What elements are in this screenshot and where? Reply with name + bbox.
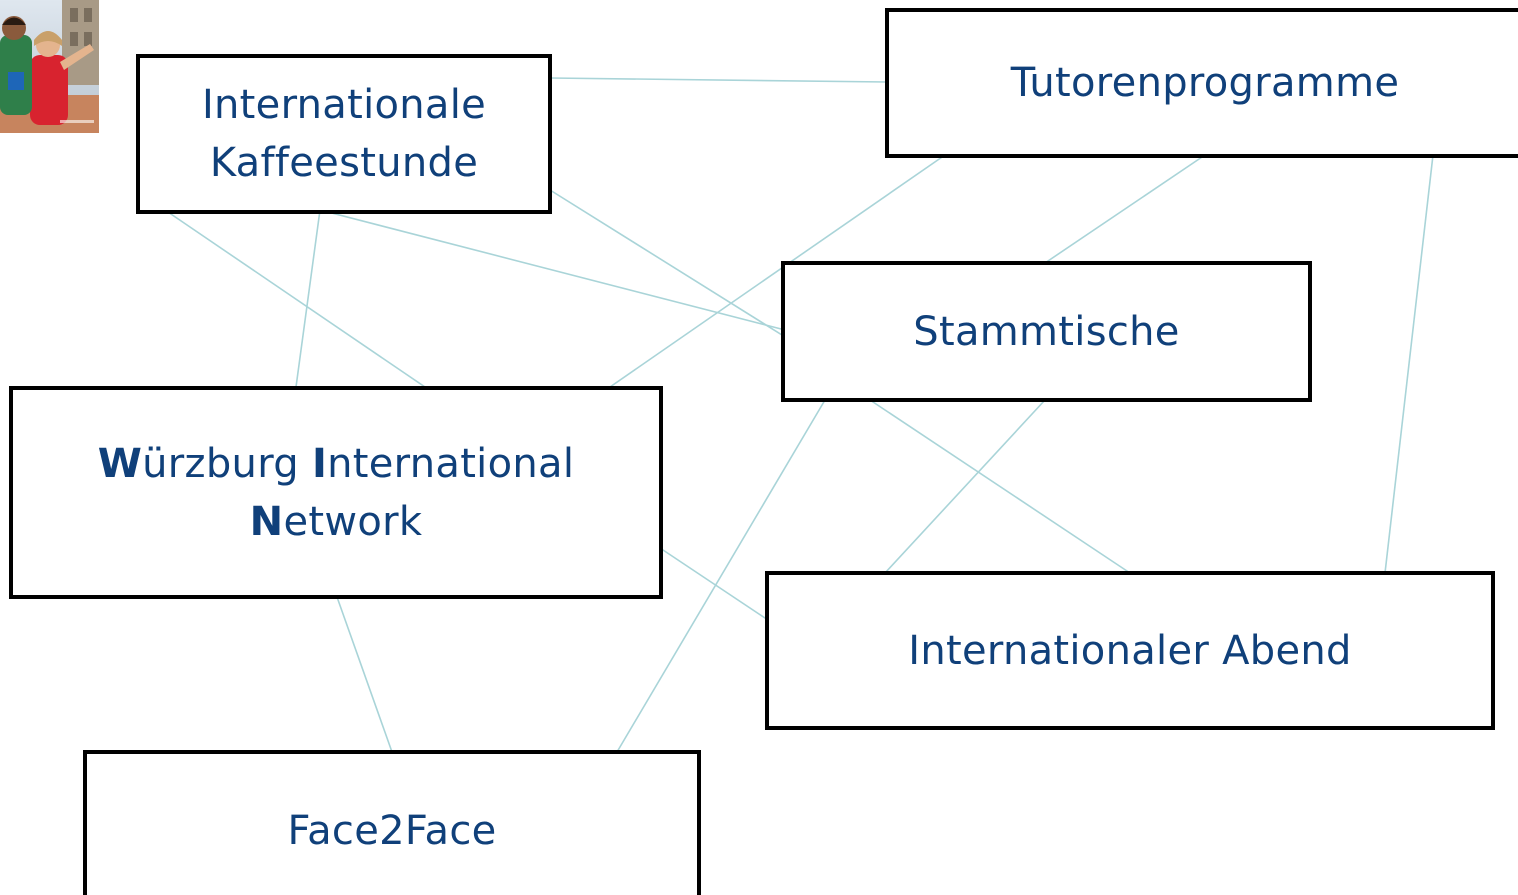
connector-line (869, 399, 1131, 574)
node-face2face: Face2Face (83, 750, 701, 895)
node-label-line: Kaffeestunde (209, 140, 479, 186)
node-label: Würzburg International Network (98, 435, 575, 551)
connector-line (616, 399, 826, 753)
connector-line (659, 547, 769, 621)
node-label: Stammtische (913, 308, 1180, 355)
initial-w: W (97, 440, 143, 487)
connector-line (319, 209, 786, 331)
connector-line (1384, 154, 1434, 574)
students-photo (0, 0, 99, 133)
label-part: ürzburg (142, 440, 312, 487)
node-label: Internationaler Abend (908, 627, 1352, 674)
connector-line (336, 596, 393, 753)
label-part: etwork (283, 498, 423, 545)
initial-n: N (249, 498, 284, 545)
node-tutorenprogramme: Tutorenprogramme (885, 8, 1518, 158)
connector-line (549, 77, 888, 83)
node-label-line: Würzburg International (98, 435, 575, 493)
node-internationaler-abend: Internationaler Abend (765, 571, 1495, 730)
node-label: Face2Face (287, 808, 497, 854)
node-internationale-kaffeestunde: Internationale Kaffeestunde (136, 54, 552, 214)
node-label: Internationale Kaffeestunde (202, 76, 486, 192)
connector-line (609, 154, 946, 388)
node-stammtische: Stammtische (781, 261, 1312, 402)
node-label: Tutorenprogramme (1010, 60, 1400, 106)
connector-line (549, 189, 791, 341)
connector-line (164, 209, 426, 388)
connector-line (1044, 154, 1206, 264)
initial-i: I (311, 440, 328, 487)
node-wuerzburg-international-network: Würzburg International Network (9, 386, 663, 599)
node-label-line: Network (98, 493, 575, 551)
connector-line (884, 399, 1046, 574)
node-label-line: Internationale (201, 82, 487, 128)
connector-line (295, 209, 321, 388)
label-part: nternational (327, 440, 575, 487)
